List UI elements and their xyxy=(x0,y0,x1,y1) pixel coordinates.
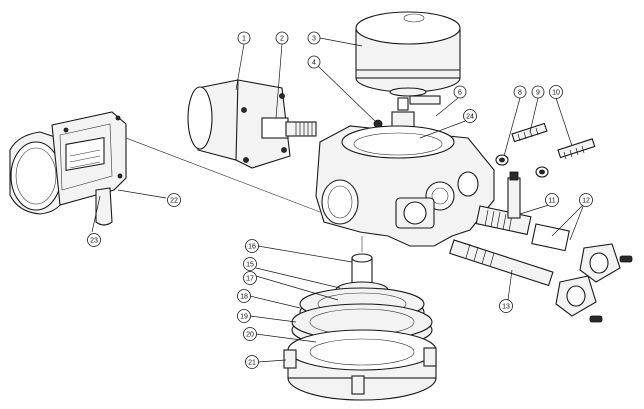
callout-12: 12 xyxy=(579,193,593,207)
callout-9-label: 9 xyxy=(536,90,540,97)
callout-24: 24 xyxy=(463,109,477,123)
callout-13: 13 xyxy=(499,299,513,313)
callout-10-label: 10 xyxy=(552,90,560,97)
callout-22-label: 22 xyxy=(170,198,178,205)
callout-10: 10 xyxy=(549,85,563,99)
callout-1: 1 xyxy=(237,31,251,45)
callout-12-label: 12 xyxy=(582,198,590,205)
callout-17: 17 xyxy=(243,271,257,285)
callout-20: 20 xyxy=(243,327,257,341)
callout-15-label: 15 xyxy=(246,262,254,269)
callout-18: 18 xyxy=(237,289,251,303)
callout-18-label: 18 xyxy=(240,294,248,301)
right-flanges xyxy=(555,243,633,323)
callout-3-label: 3 xyxy=(312,36,316,43)
terminal-cover xyxy=(9,111,127,226)
callout-23: 23 xyxy=(87,233,101,247)
callout-8: 8 xyxy=(513,85,527,99)
callout-23-label: 23 xyxy=(90,238,98,245)
callout-6: 6 xyxy=(453,85,467,99)
side-shaft-assembly xyxy=(448,205,570,287)
callout-11-label: 11 xyxy=(548,198,555,205)
terminal-strip xyxy=(65,137,105,172)
callout-2-label: 2 xyxy=(280,36,284,43)
callout-6-label: 6 xyxy=(458,90,462,97)
callout-16: 16 xyxy=(245,239,259,253)
callout-1-label: 1 xyxy=(242,36,246,43)
top-cover xyxy=(355,11,461,97)
callout-19: 19 xyxy=(237,309,251,323)
motor-shaft-coupling xyxy=(261,117,317,139)
leader-lines xyxy=(91,37,585,363)
callout-9: 9 xyxy=(531,85,545,99)
axis-lines xyxy=(125,137,363,252)
callout-21-label: 21 xyxy=(248,360,256,367)
callout-19-label: 19 xyxy=(240,314,248,321)
callout-2: 2 xyxy=(275,31,289,45)
callout-13-label: 13 xyxy=(502,304,510,311)
callout-22: 22 xyxy=(167,193,181,207)
bolts-and-washers xyxy=(495,122,596,219)
callout-8-label: 8 xyxy=(518,90,522,97)
callout-3: 3 xyxy=(307,31,321,45)
base-housing xyxy=(283,329,437,401)
callout-11: 11 xyxy=(545,193,559,207)
callout-24-label: 24 xyxy=(466,114,474,121)
callout-16-label: 16 xyxy=(248,244,256,251)
callout-15: 15 xyxy=(243,257,257,271)
callout-17-label: 17 xyxy=(246,276,254,283)
main-housing xyxy=(315,125,495,247)
callout-4-label: 4 xyxy=(312,60,316,67)
callout-4: 4 xyxy=(307,55,321,69)
callout-21: 21 xyxy=(245,355,259,369)
callout-20-label: 20 xyxy=(246,332,254,339)
